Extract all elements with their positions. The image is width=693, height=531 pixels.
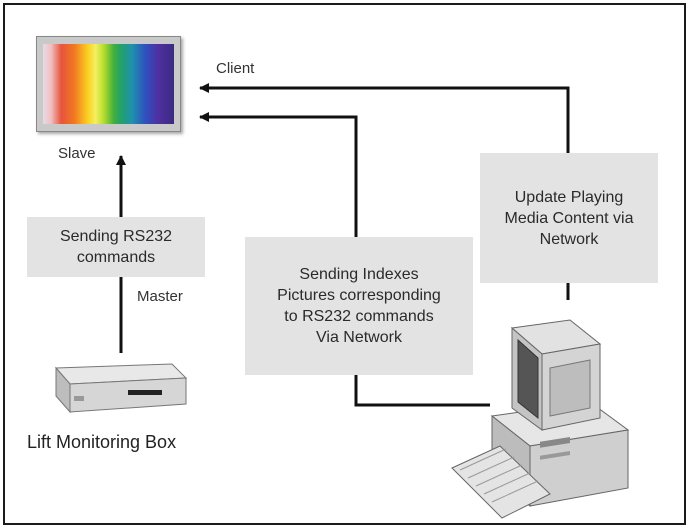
client-label: Client — [216, 60, 255, 77]
desktop-computer-icon — [451, 319, 630, 519]
update-media-text: Update Playing Media Content via Network — [504, 188, 634, 248]
rs232-commands-text: Sending RS232 commands — [59, 228, 173, 266]
sending-indexes-text: Sending Indexes Pictures corresponding t… — [277, 266, 441, 346]
display-screen — [43, 44, 174, 124]
lift-box-label: Lift Monitoring Box — [27, 432, 177, 452]
lift-monitoring-box-icon — [54, 363, 188, 414]
rs232-commands-box: Sending RS232 commands — [27, 217, 205, 277]
update-media-box: Update Playing Media Content via Network — [480, 153, 658, 283]
master-label: Master — [137, 288, 183, 305]
slave-label: Slave — [58, 145, 96, 162]
sending-indexes-box: Sending Indexes Pictures corresponding t… — [245, 237, 473, 375]
color-spectrum-display-icon — [36, 36, 181, 132]
